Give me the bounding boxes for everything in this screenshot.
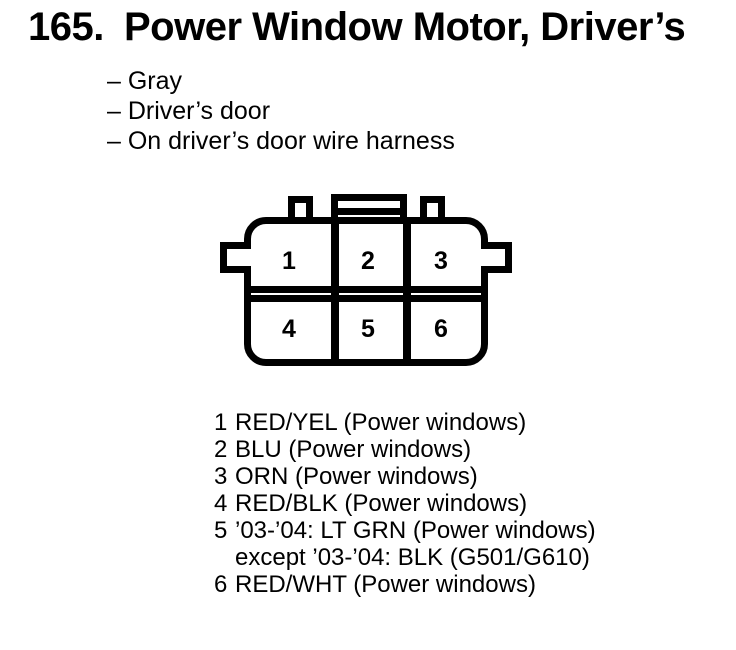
cavity-label-6: 6 [434, 315, 448, 343]
pin-number: 5 [214, 517, 228, 544]
note-color: – Gray [107, 67, 183, 95]
pin-number: 3 [214, 463, 228, 490]
pin-number: 2 [214, 436, 228, 463]
connector-index-tab-right [420, 196, 445, 223]
connector-ear-left [220, 242, 251, 273]
lock-tab-bar [338, 208, 400, 215]
pin-description: RED/YEL (Power windows) [235, 409, 527, 436]
connector-ear-right [481, 242, 512, 273]
pin-row-1: 1 RED/YEL (Power windows) [214, 409, 596, 436]
cavity-label-2: 2 [361, 247, 375, 275]
pin-number: 6 [214, 571, 228, 598]
connector-index-tab-left [288, 196, 313, 223]
cavity-label-5: 5 [361, 315, 375, 343]
cavity-divider-horizontal-top [249, 286, 481, 293]
note-harness: – On driver’s door wire harness [107, 127, 455, 155]
cavity-divider-horizontal-bottom [249, 295, 481, 302]
connector-notes: – Gray – Driver’s door – On driver’s doo… [107, 66, 455, 156]
cavity-label-4: 4 [282, 315, 296, 343]
pin-row-3: 3 ORN (Power windows) [214, 463, 596, 490]
pin-description-secondary: except ’03-’04: BLK (G501/G610) [235, 544, 590, 571]
connector-lock-tab [331, 194, 407, 223]
cavity-label-1: 1 [282, 247, 296, 275]
figure-number: 165. [28, 5, 104, 49]
pin-legend: 1 RED/YEL (Power windows) 2 BLU (Power w… [214, 409, 596, 598]
pin-row-2: 2 BLU (Power windows) [214, 436, 596, 463]
pin-description-group: ’03-’04: LT GRN (Power windows) except ’… [235, 517, 596, 571]
pin-description: BLU (Power windows) [235, 436, 472, 463]
note-location: – Driver’s door [107, 97, 271, 125]
pin-description: RED/WHT (Power windows) [235, 571, 536, 598]
pin-row-4: 4 RED/BLK (Power windows) [214, 490, 596, 517]
pin-row-5: 5 ’03-’04: LT GRN (Power windows) except… [214, 517, 596, 571]
pin-description: ’03-’04: LT GRN (Power windows) [235, 517, 596, 544]
pin-number: 4 [214, 490, 228, 517]
pin-description: ORN (Power windows) [235, 463, 478, 490]
cavity-label-3: 3 [434, 247, 448, 275]
page-title: Power Window Motor, Driver’s [124, 5, 686, 49]
pin-number: 1 [214, 409, 228, 436]
pin-description: RED/BLK (Power windows) [235, 490, 528, 517]
pin-row-6: 6 RED/WHT (Power windows) [214, 571, 596, 598]
